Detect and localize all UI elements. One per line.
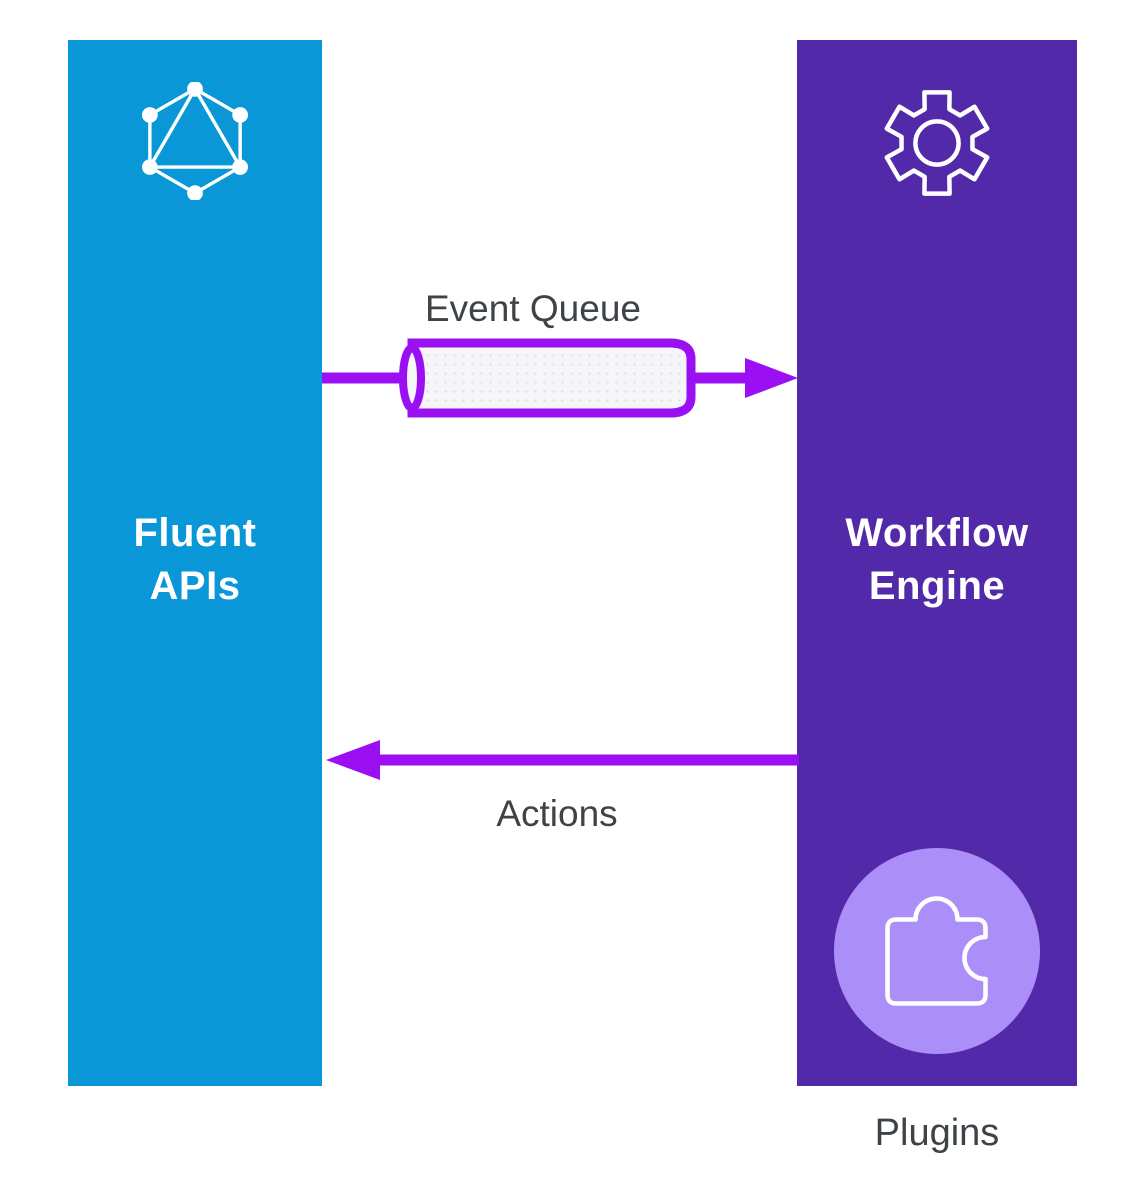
workflow-engine-title-line2: Engine [868, 564, 1006, 608]
event-queue-arrow [322, 338, 798, 418]
actions-arrowhead [326, 740, 380, 780]
fluent-apis-title: Fluent APIs [68, 507, 322, 613]
actions-label: Actions [496, 793, 618, 834]
plugins-badge [834, 848, 1040, 1054]
gear-icon [884, 90, 990, 196]
event-queue-label: Event Queue [425, 288, 641, 329]
fluent-apis-panel: Fluent APIs [68, 40, 322, 1086]
queue-cylinder-cap [399, 344, 425, 412]
graphql-icon [141, 82, 249, 200]
fluent-apis-title-line1: Fluent [133, 511, 257, 555]
plugins-label: Plugins [874, 1112, 1000, 1154]
puzzle-icon [885, 896, 988, 1006]
actions-arrow [326, 740, 799, 780]
queue-cylinder-body [407, 338, 696, 418]
workflow-engine-title-line1: Workflow [845, 511, 1029, 555]
workflow-engine-title: Workflow Engine [797, 507, 1077, 613]
event-queue-arrowhead [745, 358, 798, 398]
fluent-apis-title-line2: APIs [149, 564, 241, 608]
workflow-engine-panel: Workflow Engine [797, 40, 1077, 1086]
